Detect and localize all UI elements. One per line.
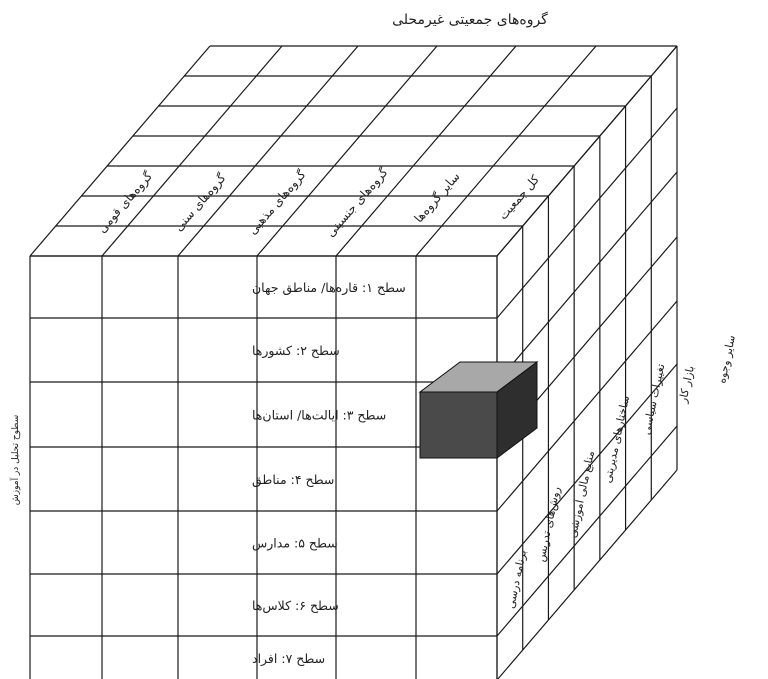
front-level-label: سطح ۲: کشورها (252, 343, 340, 359)
side-aspect-label: تغییرات سیاسی (640, 363, 668, 436)
top-depth-line (177, 45, 359, 257)
top-depth-line (29, 45, 211, 257)
side-aspect-label: ساختارهای مدیریتی (601, 394, 632, 484)
front-level-label: سطح ۵: مدارس (252, 536, 338, 552)
top-axis-title: گروه‌های جمعیتی غیرمحلی (392, 11, 548, 28)
side-depth-line (496, 300, 678, 512)
top-depth-line (101, 45, 283, 257)
front-level-label: سطح ۶: کلاس‌ها (252, 598, 339, 614)
front-level-label: سطح ۱: قاره‌ها/ مناطق جهان (252, 280, 406, 296)
side-aspect-label: سایر وجوه (715, 334, 738, 384)
side-axis-title: سطوح تحلیل در آموزش (9, 415, 21, 505)
side-aspect-label: برنامه درسی (504, 549, 529, 610)
cube-grid-lines (29, 45, 678, 679)
front-level-labels: سطح ۱: قاره‌ها/ مناطق جهان سطح ۲: کشورها س… (252, 280, 406, 667)
top-depth-line (335, 45, 517, 257)
side-depth-line (496, 363, 678, 575)
top-depth-line (256, 45, 438, 257)
side-depth-line (497, 469, 678, 679)
highlighted-cell-cube (418, 361, 539, 459)
side-depth-line (496, 425, 678, 637)
side-depth-line (496, 171, 678, 383)
front-level-label: سطح ۷: افراد (252, 651, 325, 667)
front-level-label: سطح ۴: مناطق (252, 472, 334, 488)
side-aspect-label: بازار کار (676, 365, 697, 405)
side-depth-line (496, 107, 678, 319)
top-group-label: گروه‌های سنی (171, 171, 229, 235)
front-level-label: سطح ۳: ایالت‌ها/ استان‌ها (252, 408, 386, 423)
top-group-label: سایر گروه‌ها (411, 169, 463, 226)
highlight-front-face (419, 391, 498, 459)
top-group-label: کل جمعیت (496, 172, 542, 222)
side-aspect-label: روش‌های تدریس (534, 485, 563, 563)
side-depth-line (496, 45, 678, 257)
top-depth-line (415, 45, 597, 257)
top-group-label: گروه‌های مذهبی (245, 167, 309, 238)
